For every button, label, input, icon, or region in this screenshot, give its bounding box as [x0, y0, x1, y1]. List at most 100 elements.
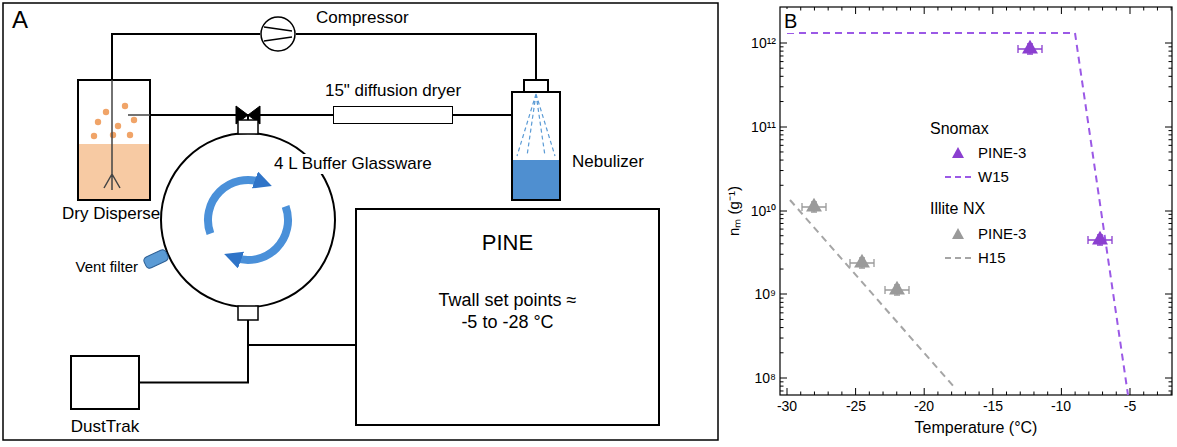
axis-tick — [910, 392, 911, 396]
axis-tick — [1047, 392, 1048, 396]
axis-tick — [841, 7, 842, 11]
axis-tick — [780, 46, 784, 47]
axis-tick — [1169, 235, 1173, 236]
axis-tick — [780, 134, 784, 135]
axis-tick — [780, 61, 784, 62]
axis-tick — [1169, 139, 1173, 140]
buffer-glassware: 4 L Buffer Glassware — [160, 132, 336, 308]
axis-tick — [780, 269, 784, 270]
disperser-tube — [104, 80, 150, 190]
axis-tick — [780, 254, 784, 255]
powder-particle — [115, 123, 121, 129]
tubing-line — [296, 34, 536, 80]
axis-tick — [1088, 7, 1089, 11]
legend-dash — [945, 176, 971, 178]
nebulizer-shape — [512, 80, 560, 200]
axis-tick — [883, 392, 884, 396]
axis-tick — [937, 392, 938, 396]
tick-label: 10⁸ — [755, 370, 776, 387]
axis-tick — [951, 392, 952, 396]
panel-frame — [3, 3, 718, 440]
powder-particle — [110, 132, 116, 138]
axis-tick — [1157, 392, 1158, 396]
axis-tick — [780, 298, 784, 299]
axis-tick — [979, 7, 980, 11]
axis-tick — [1169, 312, 1173, 313]
compressor-symbol — [264, 27, 292, 41]
fit-line — [787, 33, 1128, 395]
axis-tick — [1169, 390, 1173, 391]
vent-filter: Vent filter — [142, 250, 170, 268]
node-label: 4 L Buffer Glassware — [272, 154, 434, 174]
axis-tick — [1169, 130, 1173, 131]
legend-heading: Illite NX — [930, 199, 985, 218]
vent-filter-shape — [142, 250, 170, 268]
axis-tick — [1169, 229, 1173, 230]
axis-tick — [1169, 327, 1173, 328]
instrument-box: PINETwall set points ≈ -5 to -28 °C — [355, 208, 660, 426]
axis-tick — [1169, 145, 1173, 146]
axis-tick — [780, 101, 784, 102]
tick-label: -5 — [1124, 398, 1136, 415]
node-label: 15" diffusion dryer — [325, 81, 461, 101]
axis-tick — [780, 51, 784, 52]
tick-label: -25 — [846, 398, 866, 415]
tick-label: -20 — [914, 398, 934, 415]
tubing-line — [112, 34, 260, 80]
axis-tick — [1033, 392, 1034, 396]
axis-tick — [1169, 307, 1173, 308]
legend-triangle — [952, 228, 964, 239]
port — [238, 120, 258, 134]
axis-tick — [1088, 392, 1089, 396]
panel-letter: B — [783, 9, 798, 33]
axis-tick — [780, 352, 784, 353]
axis-tick — [883, 7, 884, 11]
axis-tick — [800, 7, 801, 11]
tick-label: 10⁹ — [754, 286, 776, 303]
axis-tick — [780, 211, 787, 212]
port — [238, 306, 258, 320]
axis-tick — [1169, 160, 1173, 161]
axis-tick — [841, 392, 842, 396]
axis-tick — [869, 7, 870, 11]
data-point — [802, 198, 826, 212]
axis-tick — [1169, 302, 1173, 303]
axis-tick — [992, 7, 993, 14]
axis-tick — [1061, 388, 1062, 395]
axis-tick — [780, 218, 784, 219]
tubing-line — [248, 115, 333, 132]
axis-tick — [780, 319, 784, 320]
marker-triangle — [854, 254, 870, 268]
axis-tick — [1169, 254, 1173, 255]
axis-tick — [780, 302, 784, 303]
axis-tick — [828, 392, 829, 396]
axis-tick — [1169, 151, 1173, 152]
axis-tick — [780, 68, 784, 69]
axis-tick — [1165, 378, 1172, 379]
mixing-arrow — [234, 206, 288, 260]
axis-tick — [1075, 392, 1076, 396]
diffusion-dryer: 15" diffusion dryer — [333, 106, 453, 124]
axis-tick — [1116, 392, 1117, 396]
axis-tick — [1169, 134, 1173, 135]
axis-tick — [896, 7, 897, 11]
axis-tick — [1169, 170, 1173, 171]
axis-tick — [1171, 7, 1172, 11]
axis-tick — [1169, 218, 1173, 219]
axis-tick — [1165, 127, 1172, 128]
nebulizer: Nebulizer — [512, 80, 560, 200]
axis-tick — [937, 7, 938, 11]
axis-title: Temperature (°C) — [915, 418, 1038, 437]
axis-tick — [1047, 7, 1048, 11]
liquid — [513, 160, 559, 199]
axis-tick — [1157, 7, 1158, 11]
marker-triangle — [1092, 231, 1108, 245]
axis-tick — [780, 327, 784, 328]
axis-tick — [1169, 86, 1173, 87]
legend-dash — [945, 257, 971, 259]
axis-tick — [992, 388, 993, 395]
axis-tick — [924, 388, 925, 395]
data-point — [1088, 231, 1112, 245]
axis-tick — [1169, 68, 1173, 69]
axis-tick — [780, 127, 787, 128]
